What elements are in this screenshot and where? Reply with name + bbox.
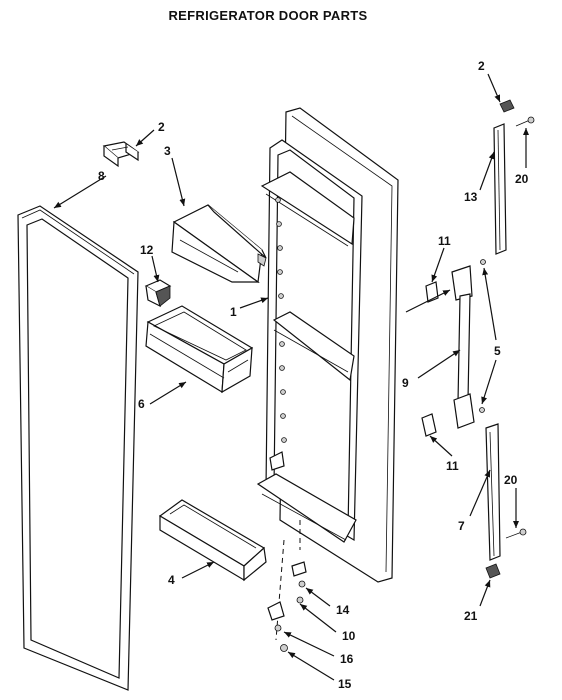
hinge-cap-part-right [499,99,515,113]
door-liner-part [256,107,399,641]
clip-part-11-lower [421,413,437,437]
callout-20-upper: 20 [515,172,529,186]
hinge-bracket-part-10 [267,596,304,621]
callout-1: 1 [230,305,237,319]
callout-9: 9 [402,376,409,390]
callout-11-lower: 11 [446,459,459,473]
callout-8: 8 [98,169,105,183]
callout-10: 10 [342,629,356,643]
washer-part-15 [280,644,288,652]
callout-2-top-right: 2 [478,59,485,73]
callout-2-top-left: 2 [158,120,165,134]
screw-part-16 [274,624,282,632]
hinge-cap-part-left [102,141,140,168]
callout-21: 21 [464,609,478,623]
handle-part [451,259,486,429]
callout-5: 5 [494,344,501,358]
callout-16: 16 [340,652,354,666]
callout-14: 14 [336,603,350,617]
leader-lines [53,73,529,681]
callout-7: 7 [458,519,465,533]
dairy-door-part [171,204,267,284]
cap-part-21-lower [485,563,501,579]
lower-trim-part [485,423,501,561]
callout-3: 3 [164,144,171,158]
bracket-part-12 [144,279,172,308]
callout-6: 6 [138,397,145,411]
callout-11-upper: 11 [438,234,451,248]
callout-20-lower: 20 [504,473,518,487]
screw-part-20-lower [505,528,527,539]
upper-trim-part [493,123,507,255]
callout-labels: 2 3 8 12 1 6 4 2 20 13 11 5 9 11 20 7 21… [98,59,529,691]
diagram-title: REFRIGERATOR DOOR PARTS [168,8,367,23]
hinge-pin-part-14 [291,561,307,588]
screw-part-20-upper [515,116,535,127]
door-gasket-part [17,205,139,691]
callout-13: 13 [464,190,478,204]
callout-12: 12 [140,243,154,257]
callout-4: 4 [168,573,175,587]
door-bin-part [145,305,254,394]
callout-15: 15 [338,677,352,691]
door-rail-part [158,499,267,582]
